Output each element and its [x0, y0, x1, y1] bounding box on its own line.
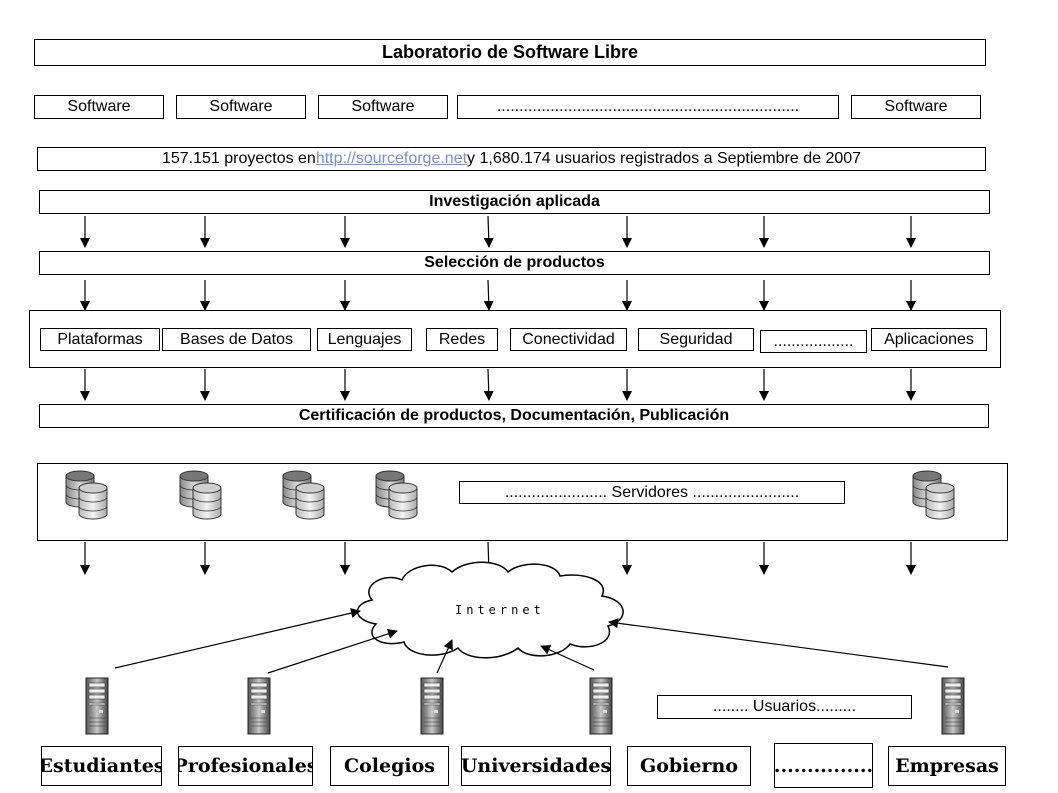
arrows-users-to-internet: [114, 608, 949, 674]
research-box: Investigación aplicada: [39, 190, 990, 214]
database-icon-3: [282, 470, 325, 520]
diagram-title: Laboratorio de Software Libre: [34, 39, 986, 66]
software-box-3: Software: [318, 95, 448, 119]
servers-label: ....................... Servidores .....…: [459, 481, 845, 504]
category-seguridad: Seguridad: [638, 328, 754, 351]
arrows-selection-to-categories: [80, 279, 916, 311]
database-icon-5: [912, 470, 955, 520]
software-box-5: Software: [851, 95, 981, 119]
server-tower-icon-2: [247, 677, 271, 735]
internet-label: Internet: [455, 603, 545, 617]
database-icon-2: [179, 470, 222, 520]
category-plataformas: Plataformas: [40, 328, 160, 351]
user-group-universidades: Universidades: [461, 746, 611, 786]
selection-box: Selección de productos: [39, 251, 990, 275]
stats-text-before: 157.151 proyectos en: [161, 150, 316, 167]
user-group-empresas: Empresas: [888, 746, 1006, 786]
software-box-1: Software: [34, 95, 164, 119]
category-conectividad: Conectividad: [510, 328, 627, 351]
user-group-gobierno: Gobierno: [627, 746, 751, 786]
sourceforge-link[interactable]: http://sourceforge.net: [315, 150, 468, 167]
category-redes: Redes: [426, 328, 498, 351]
category-ellipsis: ..................: [760, 330, 867, 353]
user-group-estudiantes: Estudiantes: [41, 746, 162, 786]
category-lenguajes: Lenguajes: [317, 328, 412, 351]
users-label: ........ Usuarios.........: [657, 695, 912, 719]
arrows-servers-to-internet: [80, 541, 916, 575]
software-box-2: Software: [176, 95, 306, 119]
category-aplicaciones: Aplicaciones: [871, 328, 987, 351]
software-box-ellipsis: ........................................…: [457, 95, 839, 119]
database-icon-4: [375, 470, 418, 520]
stats-text-after: y 1,680.174 usuarios registrados a Septi…: [467, 150, 862, 167]
server-tower-icon-5: [941, 677, 965, 735]
server-tower-icon-4: [589, 677, 613, 735]
server-tower-icon-3: [420, 677, 444, 735]
stats-box: 157.151 proyectos en http://sourceforge.…: [37, 147, 986, 171]
database-icon-1: [65, 470, 108, 520]
user-group-profesionales: Profesionales: [178, 746, 313, 786]
category-bases-de-datos: Bases de Datos: [162, 328, 311, 351]
arrows-categories-to-certification: [80, 368, 916, 401]
user-group-colegios: Colegios: [330, 746, 449, 786]
certification-box: Certificación de productos, Documentació…: [39, 404, 989, 428]
arrows-research-to-selection: [80, 215, 916, 248]
user-group-ellipsis: ...............: [774, 743, 873, 788]
server-tower-icon-1: [85, 677, 109, 735]
